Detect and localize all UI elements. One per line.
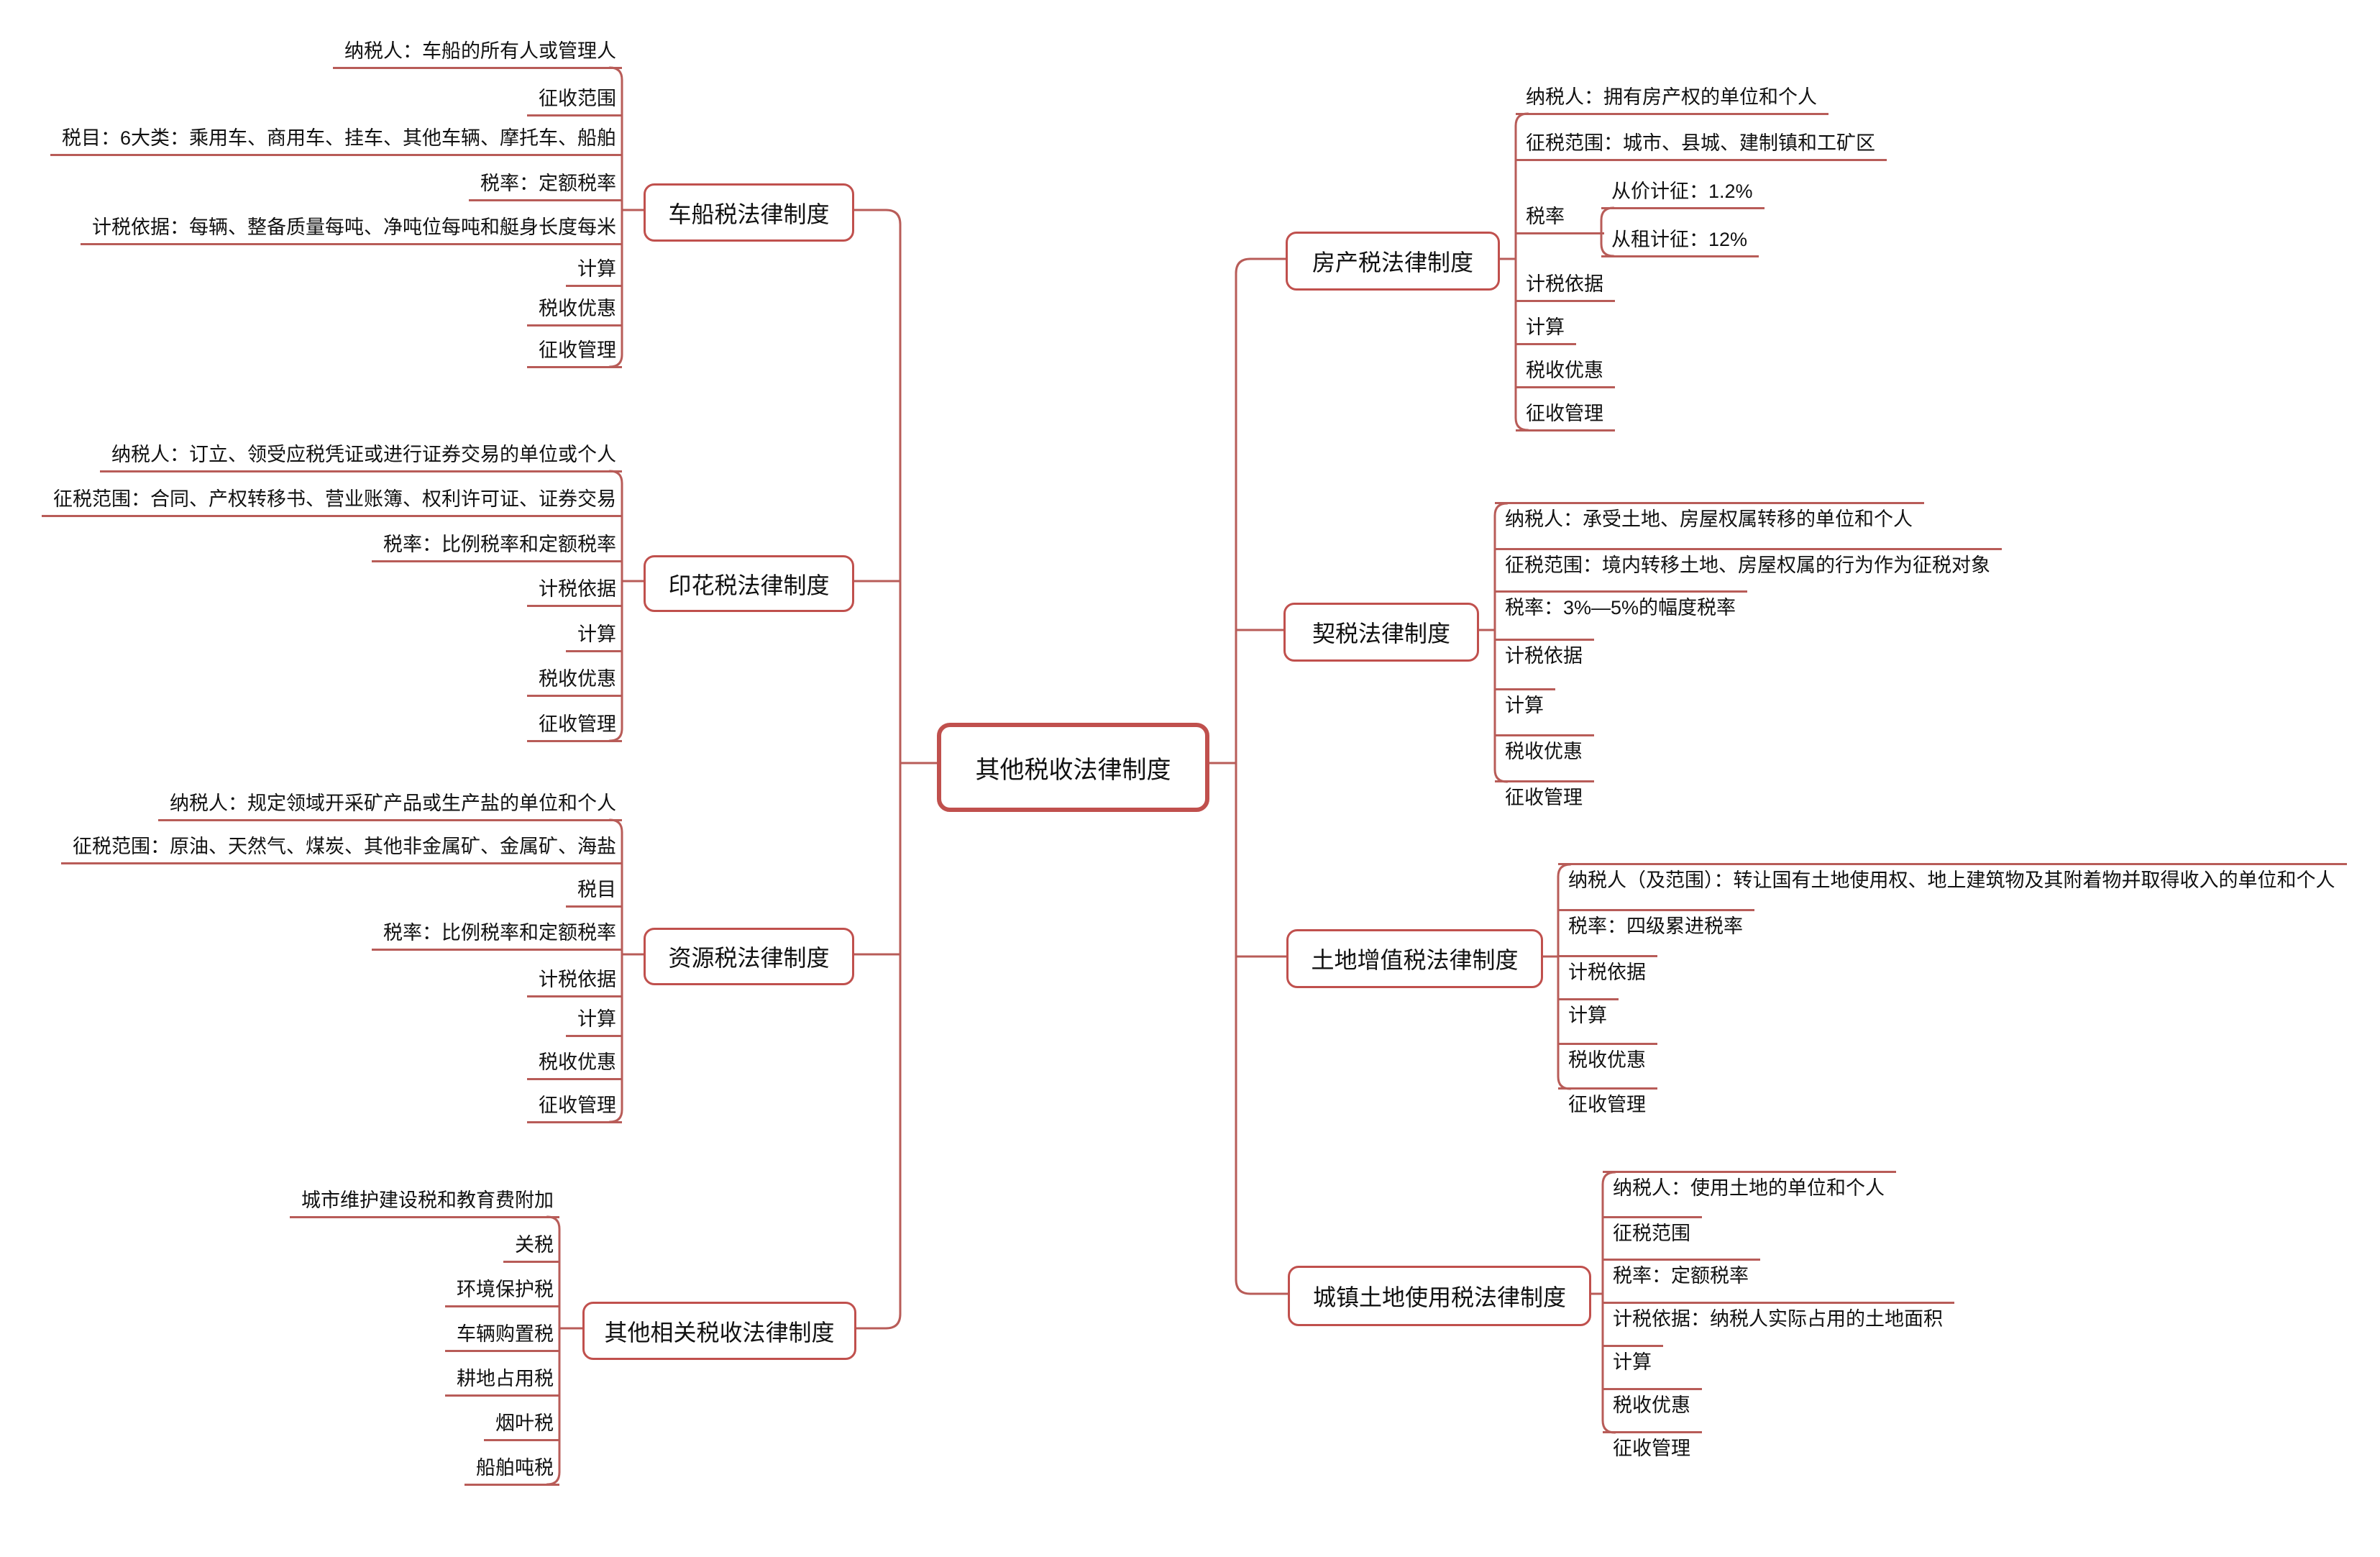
subtopic[interactable]: 计税依据: [527, 577, 622, 607]
branch-node-other-related-taxes[interactable]: 其他相关税收法律制度: [582, 1302, 856, 1360]
subtopic[interactable]: 税收优惠: [527, 296, 622, 327]
subtopic[interactable]: 计算: [1516, 315, 1576, 345]
subtopic[interactable]: 环境保护税: [445, 1277, 559, 1307]
branch-node-urban-land-use-tax[interactable]: 城镇土地使用税法律制度: [1288, 1266, 1591, 1326]
branch-node-property-tax[interactable]: 房产税法律制度: [1286, 232, 1500, 291]
subtopic-sub[interactable]: 从价计征：1.2%: [1601, 179, 1765, 209]
subtopic[interactable]: 纳税人：订立、领受应税凭证或进行证券交易的单位或个人: [100, 442, 622, 472]
subtopic[interactable]: 计算: [566, 1007, 622, 1037]
subtopic[interactable]: 纳税人：车船的所有人或管理人: [333, 39, 622, 69]
subtopic[interactable]: 税目: [566, 877, 622, 908]
subtopic[interactable]: 计算: [1603, 1345, 1663, 1374]
subtopic[interactable]: 船舶吨税: [464, 1456, 559, 1486]
subtopic[interactable]: 税率：定额税率: [469, 171, 622, 201]
subtopic[interactable]: 征收管理: [1495, 780, 1594, 810]
subtopic[interactable]: 税率：比例税率和定额税率: [372, 532, 622, 562]
subtopic[interactable]: 征税范围：境内转移土地、房屋权属的行为作为征税对象: [1495, 548, 2002, 577]
subtopic[interactable]: 计算: [1558, 998, 1619, 1028]
subtopic[interactable]: 税收优惠: [1495, 734, 1594, 764]
subtopic[interactable]: 税收优惠: [527, 667, 622, 697]
subtopic[interactable]: 计税依据: [1516, 272, 1615, 302]
subtopic-sub[interactable]: 从租计征：12%: [1601, 227, 1759, 257]
subtopic[interactable]: 计税依据: [527, 967, 622, 997]
subtopic[interactable]: 计税依据：纳税人实际占用的土地面积: [1603, 1302, 1954, 1331]
subtopic[interactable]: 税率：3%—5%的幅度税率: [1495, 590, 1748, 620]
subtopic[interactable]: 计算: [566, 257, 622, 287]
subtopic[interactable]: 计税依据: [1495, 639, 1594, 668]
subtopic[interactable]: 税收优惠: [527, 1050, 622, 1080]
subtopic[interactable]: 税率：比例税率和定额税率: [372, 921, 622, 951]
subtopic[interactable]: 计税依据：每辆、整备质量每吨、净吨位每吨和艇身长度每米: [81, 215, 622, 245]
subtopic[interactable]: 纳税人：使用土地的单位和个人: [1603, 1171, 1896, 1200]
subtopic[interactable]: 征收管理: [1603, 1431, 1702, 1461]
subtopic[interactable]: 税目：6大类：乘用车、商用车、挂车、其他车辆、摩托车、船舶: [50, 126, 622, 156]
subtopic[interactable]: 征收管理: [527, 712, 622, 742]
subtopic[interactable]: 征收管理: [1558, 1087, 1657, 1117]
subtopic[interactable]: 计算: [1495, 688, 1555, 718]
subtopic[interactable]: 车辆购置税: [445, 1322, 559, 1352]
subtopic[interactable]: 纳税人：拥有房产权的单位和个人: [1516, 85, 1829, 115]
subtopic[interactable]: 税率：定额税率: [1603, 1259, 1760, 1288]
subtopic[interactable]: 税率: [1516, 204, 1604, 234]
subtopic[interactable]: 征收管理: [527, 1093, 622, 1123]
subtopic[interactable]: 纳税人：规定领域开采矿产品或生产盐的单位和个人: [158, 791, 622, 821]
subtopic[interactable]: 计税依据: [1558, 955, 1657, 985]
subtopic[interactable]: 征收管理: [1516, 401, 1615, 432]
central-topic[interactable]: 其他税收法律制度: [937, 723, 1209, 812]
subtopic[interactable]: 征税范围：合同、产权转移书、营业账簿、权利许可证、证券交易: [42, 487, 622, 517]
subtopic[interactable]: 税率：四级累进税率: [1558, 909, 1754, 939]
right-main-spine: [1199, 257, 1289, 1295]
branch-node-resource-tax[interactable]: 资源税法律制度: [644, 928, 854, 985]
subtopic[interactable]: 税收优惠: [1516, 358, 1615, 388]
subtopic[interactable]: 城市维护建设税和教育费附加: [290, 1188, 559, 1218]
subtopic[interactable]: 征税范围: [1603, 1216, 1702, 1246]
branch-node-stamp-tax[interactable]: 印花税法律制度: [644, 555, 854, 612]
subtopic[interactable]: 纳税人：承受土地、房屋权属转移的单位和个人: [1495, 502, 1924, 531]
subtopic[interactable]: 税收优惠: [1558, 1043, 1657, 1072]
branch-node-deed-tax[interactable]: 契税法律制度: [1283, 603, 1479, 662]
subtopic[interactable]: 计算: [566, 622, 622, 652]
branch-node-vehicle-vessel-tax[interactable]: 车船税法律制度: [644, 183, 854, 242]
subtopic[interactable]: 征收范围: [527, 86, 622, 117]
subtopic[interactable]: 烟叶税: [484, 1411, 559, 1441]
subtopic[interactable]: 耕地占用税: [445, 1366, 559, 1397]
branch-node-land-appreciation-tax[interactable]: 土地增值税法律制度: [1286, 929, 1543, 988]
subtopic[interactable]: 关税: [503, 1233, 559, 1263]
subtopic[interactable]: 税收优惠: [1603, 1388, 1702, 1417]
subtopic[interactable]: 征税范围：城市、县城、建制镇和工矿区: [1516, 131, 1887, 161]
subtopic[interactable]: 征收管理: [527, 338, 622, 368]
subtopic[interactable]: 征税范围：原油、天然气、煤炭、其他非金属矿、金属矿、海盐: [61, 834, 622, 864]
left-main-spine: [848, 209, 938, 1330]
subtopic[interactable]: 纳税人（及范围）：转让国有土地使用权、地上建筑物及其附着物并取得收入的单位和个人: [1558, 863, 2347, 892]
